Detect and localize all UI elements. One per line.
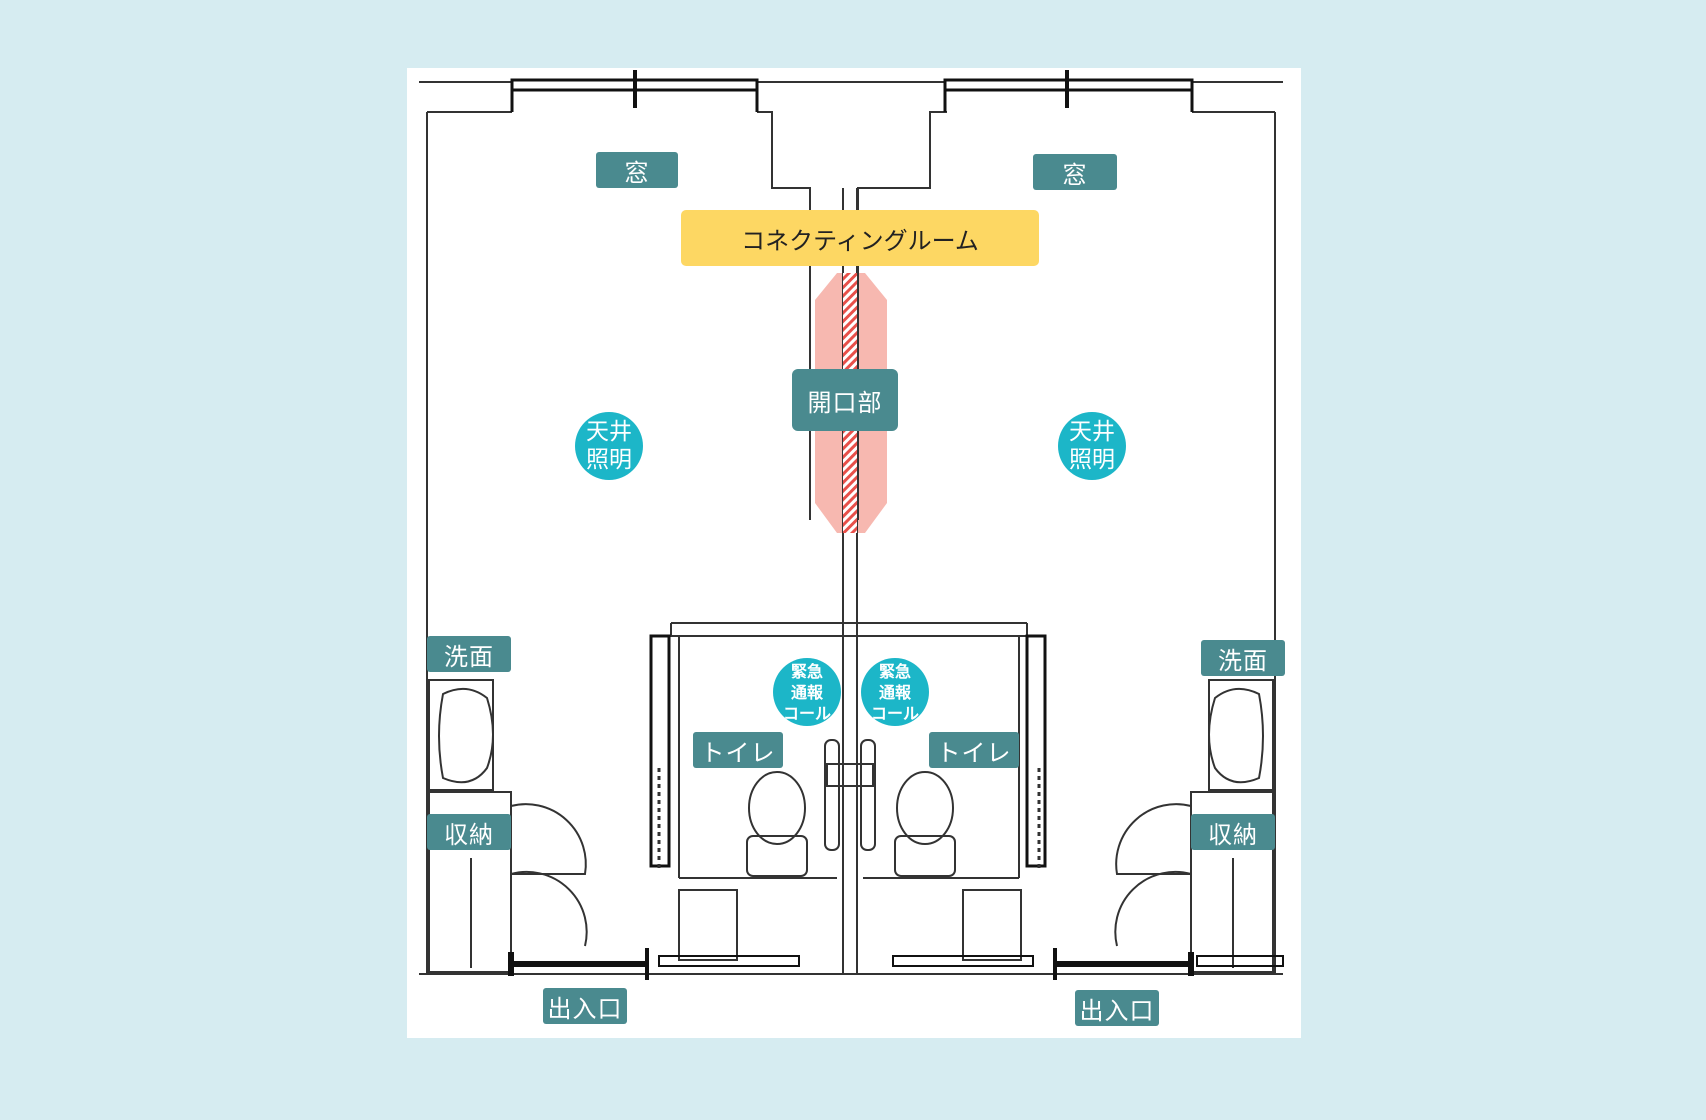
- ceiling-light-left: 天井 照明: [575, 412, 643, 480]
- storage-label-left: 収納: [427, 814, 511, 850]
- emergency-call-right-text: 緊急 通報 コール: [870, 661, 919, 723]
- ceiling-light-right-text: 天井 照明: [1069, 419, 1115, 473]
- emergency-call-left-text: 緊急 通報 コール: [782, 661, 831, 723]
- toilet-label-right: トイレ: [929, 732, 1019, 768]
- entrance-label-right: 出入口: [1075, 990, 1159, 1026]
- toilet-bowl-right: [896, 771, 954, 845]
- washbasin-label-left: 洗面: [427, 636, 511, 672]
- washbasin-label-right: 洗面: [1201, 640, 1285, 676]
- connecting-room-label: コネクティングルーム: [681, 210, 1039, 266]
- floor-plan: 窓 窓 コネクティングルーム 開口部 天井 照明 天井 照明 緊急 通報 コール…: [407, 68, 1301, 1038]
- ceiling-light-left-text: 天井 照明: [586, 419, 632, 473]
- floor-plan-drawing: [419, 70, 1284, 980]
- ceiling-light-right: 天井 照明: [1058, 412, 1126, 480]
- emergency-call-right: 緊急 通報 コール: [861, 658, 929, 726]
- window-label-left: 窓: [596, 152, 678, 188]
- entrance-label-left: 出入口: [543, 988, 627, 1024]
- storage-label-right: 収納: [1191, 814, 1275, 850]
- emergency-call-left: 緊急 通報 コール: [773, 658, 841, 726]
- toilet-bowl-left: [748, 771, 806, 845]
- window-label-right: 窓: [1033, 154, 1117, 190]
- toilet-label-left: トイレ: [693, 732, 783, 768]
- opening-label: 開口部: [792, 369, 898, 431]
